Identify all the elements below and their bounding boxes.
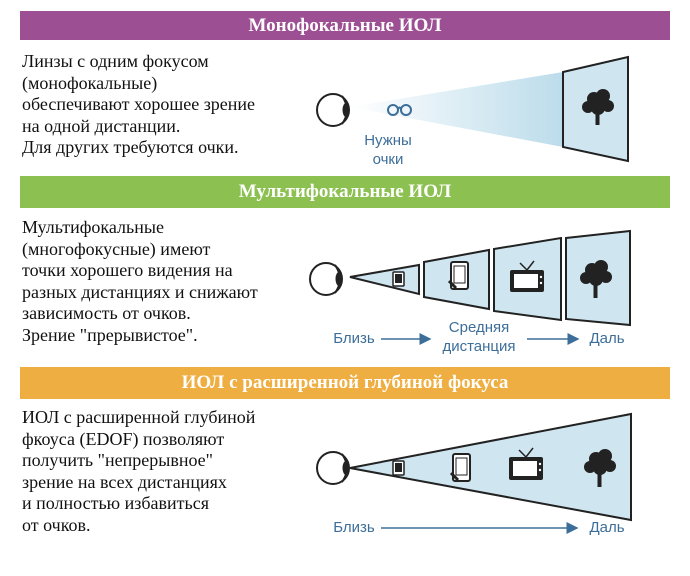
eye-icon (316, 451, 350, 485)
monofocal-diagram: Нужны очки (316, 55, 629, 168)
tablet-icon (447, 261, 469, 290)
multi-mid-label-line1: Средняя (449, 319, 509, 336)
tree-icon (580, 260, 612, 298)
multi-far-label: Даль (589, 330, 624, 347)
edof-diagram: Близь Даль (316, 412, 632, 536)
glasses-icon (387, 104, 412, 116)
multifocal-banner: Мультифокальные ИОЛ (20, 176, 670, 208)
phone-icon (392, 460, 405, 476)
edof-near-label: Близь (333, 519, 375, 536)
multi-near-label: Близь (333, 330, 375, 347)
edof-beam (349, 412, 632, 522)
tablet-icon (449, 453, 471, 482)
tree-icon (582, 89, 614, 125)
tv-icon (509, 447, 543, 480)
multi-mid-label-line2: дистанция (442, 338, 515, 355)
multi-near-panel (349, 263, 420, 296)
mono-beam (350, 72, 563, 147)
phone-icon (392, 271, 405, 287)
monofocal-description: Линзы с одним фокусом (монофокальные) об… (22, 51, 256, 157)
tree-icon (584, 449, 616, 487)
tv-icon (510, 260, 544, 292)
multifocal-description: Мультифокальные (многофокусные) имеют то… (22, 217, 258, 345)
multifocal-diagram: Близь Средняя дистанция Даль (309, 229, 631, 355)
glasses-label-line1: Нужны (364, 132, 412, 149)
monofocal-banner: Монофокальные ИОЛ (20, 11, 670, 40)
glasses-label-line2: очки (373, 151, 404, 168)
eye-icon (309, 262, 343, 296)
edof-description: ИОЛ с расширенной глубиной фкоуса (EDOF)… (22, 407, 256, 535)
edof-far-label: Даль (589, 519, 624, 536)
eye-icon (316, 93, 350, 127)
edof-banner: ИОЛ с расширенной глубиной фокуса (20, 367, 670, 399)
